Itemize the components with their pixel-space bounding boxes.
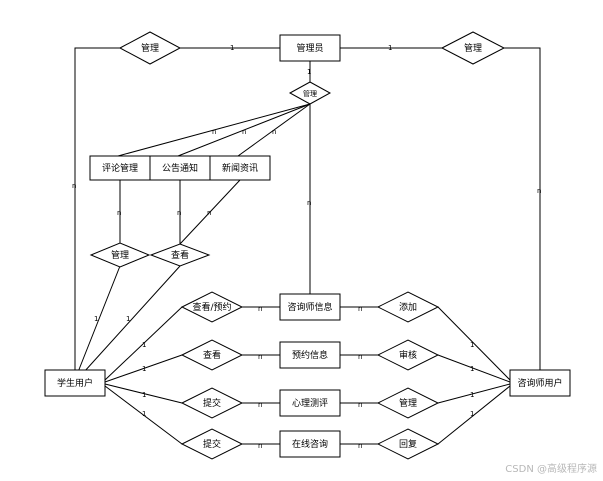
card-mid-comment-n: n [212, 128, 216, 136]
line-news-rel-view-news [179, 179, 241, 245]
entity-counselor-user: 咨询师用户 [509, 369, 571, 397]
line-rel-mid-notice [177, 103, 311, 157]
rel-submit-consult: 提交 [180, 428, 244, 460]
entity-admin-label: 管理员 [296, 42, 323, 54]
entity-notice-label: 公告通知 [162, 162, 198, 174]
entity-student: 学生用户 [44, 369, 106, 397]
rel-add: 添加 [376, 291, 440, 323]
card-mid-notice-n: n [242, 128, 246, 136]
rel-view-news-label: 查看 [171, 249, 189, 261]
line-rel-mid-comment [117, 103, 311, 157]
entity-student-label: 学生用户 [57, 377, 93, 389]
card-comment-n: n [117, 209, 121, 217]
rel-admin-right-label: 管理 [464, 42, 482, 54]
card-psych-n: n [358, 401, 362, 409]
card-view-book-n: n [258, 305, 262, 313]
card-mid-counselor-info-n: n [307, 199, 311, 207]
rel-reply-label: 回复 [399, 438, 417, 450]
entity-counselor-info: 咨询师信息 [279, 293, 341, 321]
rel-admin-mid: 管理 [288, 81, 332, 105]
card-admin-left-1: 1 [230, 44, 234, 52]
rel-view-news: 查看 [149, 243, 211, 267]
card-student-submit-test-1: 1 [142, 391, 146, 399]
rel-review: 审核 [376, 339, 440, 371]
entity-appointment-info-label: 预约信息 [292, 349, 328, 361]
rel-admin-left-label: 管理 [141, 42, 159, 54]
entity-online-consult: 在线咨询 [279, 430, 341, 458]
card-submit-consult-n: n [258, 442, 262, 450]
entity-psych-test: 心理测评 [279, 389, 341, 417]
card-rel-view-news-student-1: 1 [126, 315, 130, 323]
card-student-view-book-1: 1 [142, 341, 146, 349]
card-mid-news-n: n [272, 128, 276, 136]
rel-submit-test: 提交 [180, 387, 244, 419]
rel-admin-right: 管理 [440, 31, 506, 65]
rel-admin-left: 管理 [118, 31, 182, 65]
card-news-n: n [207, 209, 211, 217]
entity-counselor-info-label: 咨询师信息 [287, 301, 332, 313]
line-student-rel-admin-left [74, 47, 120, 370]
entity-admin: 管理员 [279, 34, 341, 62]
line-rel-add-counselor [437, 306, 511, 381]
card-student-view-appt-1: 1 [142, 365, 146, 373]
line-student-rel-view-appt [104, 354, 183, 383]
entity-news: 新闻资讯 [209, 155, 271, 181]
entity-counselor-user-label: 咨询师用户 [517, 377, 562, 389]
rel-view-book-label: 查看/预约 [192, 301, 231, 313]
line-rel-reply-counselor [437, 385, 511, 445]
line-rel-view-news-student [83, 265, 181, 373]
watermark: CSDN @高级程序源 [505, 462, 597, 475]
line-rel-manage-test-counselor [437, 383, 511, 404]
card-submit-test-n: n [258, 401, 262, 409]
card-admin-mid-1: 1 [307, 68, 311, 76]
entity-appointment-info: 预约信息 [279, 341, 341, 369]
rel-add-label: 添加 [399, 302, 417, 313]
entity-psych-test-label: 心理测评 [292, 398, 328, 409]
card-admin-right-1: 1 [388, 44, 392, 52]
rel-submit-test-label: 提交 [203, 397, 221, 409]
card-add-counselor-1: 1 [470, 341, 474, 349]
line-rel-review-counselor [437, 354, 511, 383]
card-manage-test-counselor-1: 1 [470, 391, 474, 399]
card-view-appt-n: n [258, 353, 262, 361]
entity-comment-mgmt: 评论管理 [89, 155, 151, 181]
entity-comment-mgmt-label: 评论管理 [102, 162, 138, 174]
entity-notice: 公告通知 [149, 155, 211, 181]
card-notice-n: n [177, 209, 181, 217]
card-review-counselor-1: 1 [470, 365, 474, 373]
card-appointment-n: n [358, 353, 362, 361]
rel-admin-mid-label: 管理 [303, 89, 317, 98]
rel-comment: 管理 [89, 242, 151, 268]
card-online-n: n [358, 442, 362, 450]
line-student-rel-submit-test [104, 383, 183, 404]
line-student-rel-submit-consult [104, 385, 183, 445]
line-student-rel-view-book [104, 306, 183, 381]
rel-view-appt-label: 查看 [203, 349, 221, 361]
rel-reply: 回复 [376, 428, 440, 460]
card-counselor-info-n: n [358, 305, 362, 313]
card-student-submit-consult-1: 1 [142, 410, 146, 418]
connector-lines [74, 47, 541, 445]
cardinality-labels: 1 n 1 n 1 n n n n n n n 1 1 1 1 1 1 n n … [72, 44, 541, 450]
rel-view-appt: 查看 [180, 339, 244, 371]
rel-comment-label: 管理 [111, 249, 129, 261]
rel-review-label: 审核 [399, 349, 417, 361]
entity-online-consult-label: 在线咨询 [292, 438, 328, 450]
rel-submit-consult-label: 提交 [203, 438, 221, 450]
rel-manage-test-label: 管理 [399, 397, 417, 409]
line-rel-mid-news [237, 103, 311, 157]
card-reply-counselor-1: 1 [470, 410, 474, 418]
entity-news-label: 新闻资讯 [222, 162, 258, 174]
line-rel-admin-right-counselor [504, 47, 541, 370]
card-counselor-right-n: n [537, 187, 541, 195]
line-rel-comment-student [77, 265, 121, 373]
rel-view-book: 查看/预约 [180, 291, 244, 323]
rel-manage-test: 管理 [376, 387, 440, 419]
card-student-left-n: n [72, 182, 76, 190]
card-rel-comment-student-1: 1 [94, 315, 98, 323]
